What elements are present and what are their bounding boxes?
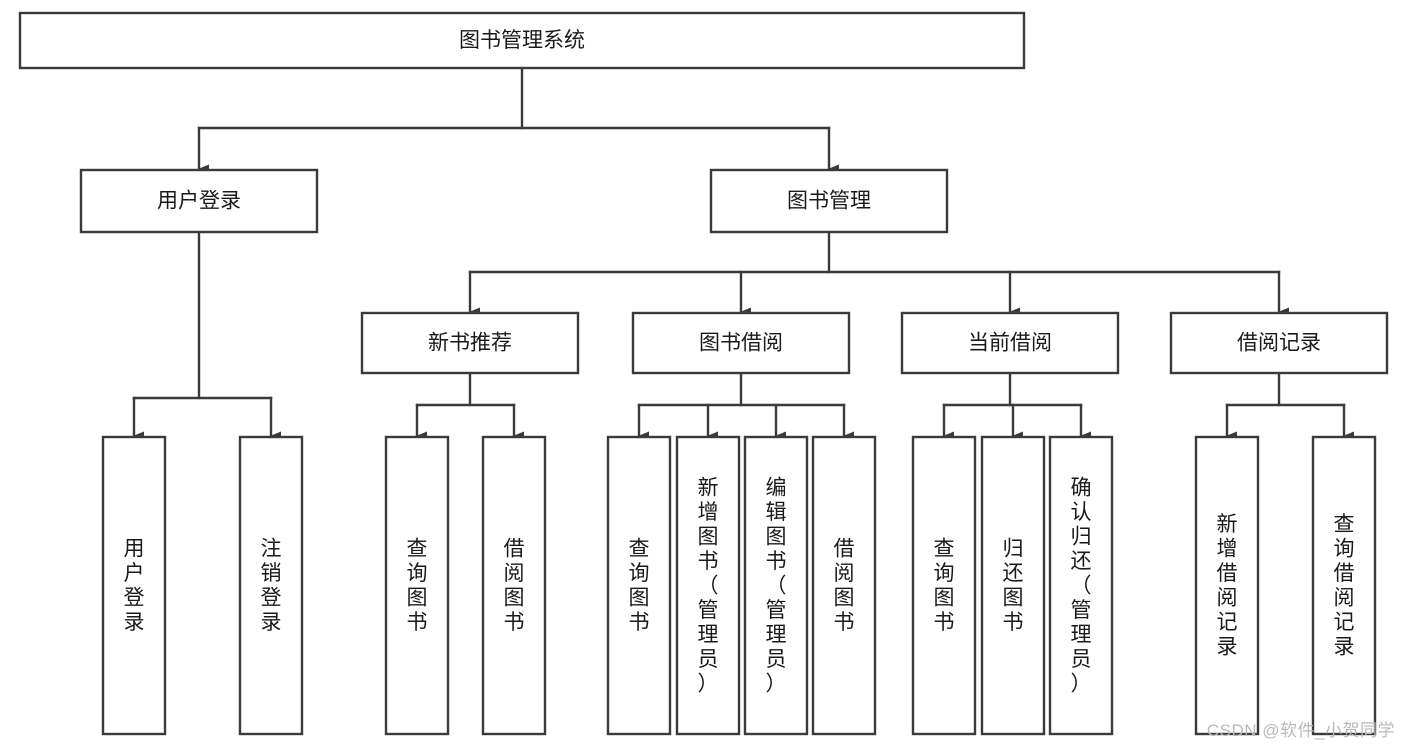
node-box-new-book-rec[interactable]	[360, 311, 580, 375]
node-label-leaf-edit-book-admin: 编辑图书（管理员）	[766, 476, 787, 695]
node-box-leaf-query-book-1[interactable]	[384, 435, 450, 736]
node-box-leaf-query-borrow-record[interactable]	[1311, 435, 1377, 736]
connector-edges	[132, 66, 1354, 441]
node-label-leaf-add-book-admin: 新增图书（管理员）	[698, 476, 719, 695]
node-box-borrow-record[interactable]	[1169, 311, 1389, 375]
node-label-borrow-record: 借阅记录	[1237, 332, 1321, 355]
node-label-leaf-logout-login: 注销登录	[261, 538, 282, 635]
node-label-leaf-user-login: 用户登录	[124, 538, 145, 635]
node-box-leaf-borrow-book-1[interactable]	[481, 435, 547, 736]
leaf-node[interactable]: 编辑图书（管理员）	[743, 435, 809, 736]
leaf-node[interactable]: 用户登录	[101, 435, 167, 736]
node-label-leaf-return-book: 归还图书	[1003, 538, 1024, 635]
node-label-user-login: 用户登录	[157, 190, 241, 213]
leaf-node[interactable]: 新增借阅记录	[1194, 435, 1260, 736]
node-box-book-borrow[interactable]	[631, 311, 851, 375]
node-boxes: 图书管理系统用户登录图书管理新书推荐图书借阅当前借阅借阅记录用户登录注销登录查询…	[18, 11, 1389, 736]
node-box-leaf-return-book[interactable]	[980, 435, 1046, 736]
leaf-node[interactable]: 归还图书	[980, 435, 1046, 736]
leaf-node[interactable]: 注销登录	[238, 435, 304, 736]
node-box-leaf-add-borrow-record[interactable]	[1194, 435, 1260, 736]
node-box-leaf-logout-login[interactable]	[238, 435, 304, 736]
node-box-leaf-borrow-book-2[interactable]	[811, 435, 877, 736]
node-box-leaf-query-book-3[interactable]	[911, 435, 977, 736]
node-label-leaf-query-borrow-record: 查询借阅记录	[1334, 513, 1355, 659]
node-label-current-borrow: 当前借阅	[968, 332, 1052, 355]
level3-node[interactable]: 当前借阅	[900, 311, 1120, 375]
node-box-leaf-edit-book-admin[interactable]	[743, 435, 809, 736]
leaf-node[interactable]: 新增图书（管理员）	[675, 435, 741, 736]
node-box-book-manage[interactable]	[709, 168, 949, 234]
node-box-leaf-confirm-return-admin[interactable]	[1048, 435, 1114, 736]
leaf-node[interactable]: 借阅图书	[481, 435, 547, 736]
node-label-book-borrow: 图书借阅	[699, 332, 783, 355]
node-label-new-book-rec: 新书推荐	[428, 332, 512, 355]
node-label-root: 图书管理系统	[459, 29, 585, 52]
root-node[interactable]: 图书管理系统	[18, 11, 1026, 70]
leaf-node[interactable]: 查询借阅记录	[1311, 435, 1377, 736]
node-label-leaf-add-borrow-record: 新增借阅记录	[1217, 513, 1238, 659]
level2-node[interactable]: 用户登录	[79, 168, 319, 234]
node-box-leaf-add-book-admin[interactable]	[675, 435, 741, 736]
node-box-user-login[interactable]	[79, 168, 319, 234]
node-label-leaf-query-book-2: 查询图书	[629, 538, 650, 635]
level3-node[interactable]: 新书推荐	[360, 311, 580, 375]
leaf-node[interactable]: 查询图书	[911, 435, 977, 736]
leaf-node[interactable]: 借阅图书	[811, 435, 877, 736]
node-box-leaf-query-book-2[interactable]	[606, 435, 672, 736]
level3-node[interactable]: 借阅记录	[1169, 311, 1389, 375]
node-box-current-borrow[interactable]	[900, 311, 1120, 375]
node-label-leaf-query-book-1: 查询图书	[407, 538, 428, 635]
level3-node[interactable]: 图书借阅	[631, 311, 851, 375]
node-label-leaf-borrow-book-2: 借阅图书	[834, 538, 855, 635]
node-box-root[interactable]	[18, 11, 1026, 70]
leaf-node[interactable]: 查询图书	[606, 435, 672, 736]
node-box-leaf-user-login[interactable]	[101, 435, 167, 736]
csdn-watermark: CSDN @软件_小贺同学	[1206, 721, 1395, 740]
node-label-leaf-query-book-3: 查询图书	[934, 538, 955, 635]
leaf-node[interactable]: 查询图书	[384, 435, 450, 736]
leaf-node[interactable]: 确认归还（管理员）	[1048, 435, 1114, 736]
level2-node[interactable]: 图书管理	[709, 168, 949, 234]
node-label-leaf-borrow-book-1: 借阅图书	[504, 538, 525, 635]
node-label-leaf-confirm-return-admin: 确认归还（管理员）	[1071, 476, 1092, 695]
node-label-book-manage: 图书管理	[787, 190, 871, 213]
